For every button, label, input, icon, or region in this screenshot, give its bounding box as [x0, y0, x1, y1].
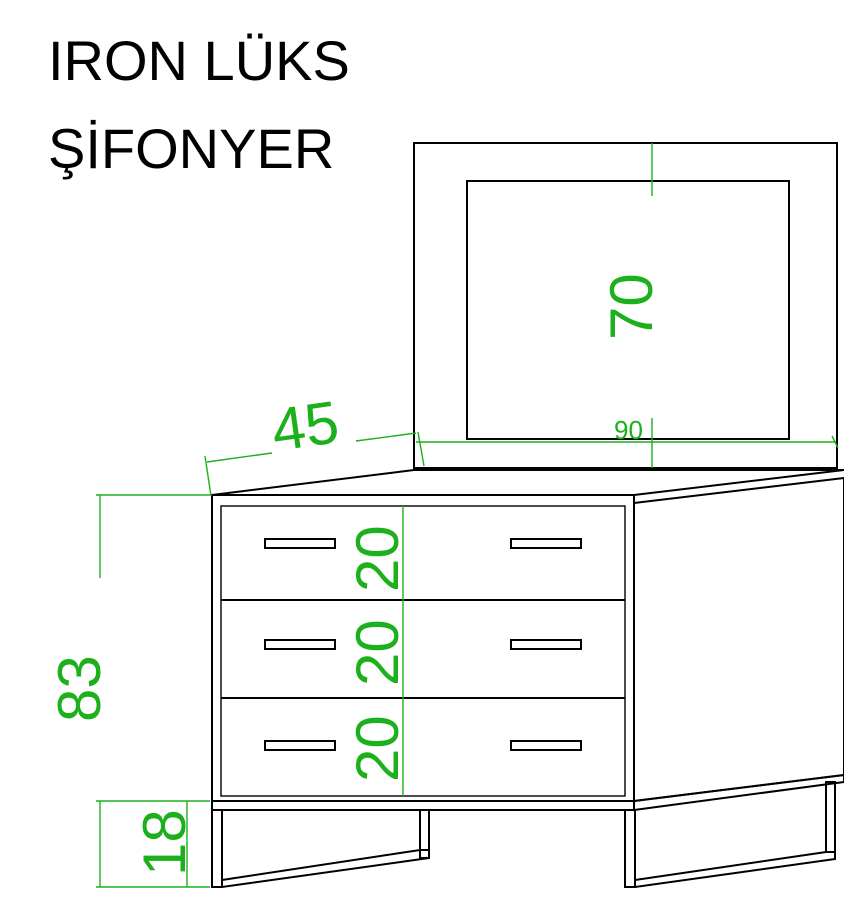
dim-label-leg-height: 18 [131, 809, 198, 876]
dim-label-mirror-height: 70 [598, 273, 665, 340]
top-surface [211, 469, 844, 496]
drawer-handle [510, 538, 582, 549]
base-side-rail [633, 773, 844, 812]
dim-label-drawer-3: 20 [344, 715, 411, 782]
dim-label-total-height: 83 [46, 655, 113, 722]
title-line-2: ŞİFONYER [48, 117, 334, 180]
dim-tick-right [831, 435, 839, 449]
drawer-handles [264, 538, 582, 751]
title-line-1: IRON LÜKS [48, 29, 350, 92]
dim-tick-left [417, 431, 425, 467]
drawer-handle [264, 740, 336, 751]
drawer-handle [264, 639, 336, 650]
mirror-frame [413, 142, 838, 469]
dim-tick-depth [204, 455, 212, 497]
leg-front-left [211, 809, 223, 888]
iron-base [211, 773, 844, 889]
drawer-handle [510, 639, 582, 650]
bottom-rail-left [221, 849, 430, 889]
dim-label-drawer-2: 20 [344, 619, 411, 686]
mirror-glass [466, 180, 790, 440]
dim-label-mirror-width: 90 [614, 415, 643, 445]
mirror [413, 142, 838, 469]
dim-line-depth-left [206, 452, 273, 463]
cabinet-side [633, 476, 844, 802]
dim-label-drawer-1: 20 [344, 525, 411, 592]
dim-label-depth: 45 [267, 388, 342, 464]
base-front-rail [211, 800, 635, 811]
leg-front-right [624, 809, 636, 888]
bottom-rail-right [634, 851, 836, 889]
cabinet-top [211, 469, 844, 504]
dim-line-depth-right [355, 432, 417, 442]
front-inner-frame [220, 505, 626, 797]
drawer-handle [510, 740, 582, 751]
dimension-lines [96, 143, 839, 888]
drawer-handle [264, 538, 336, 549]
leg-back-right [825, 781, 836, 853]
